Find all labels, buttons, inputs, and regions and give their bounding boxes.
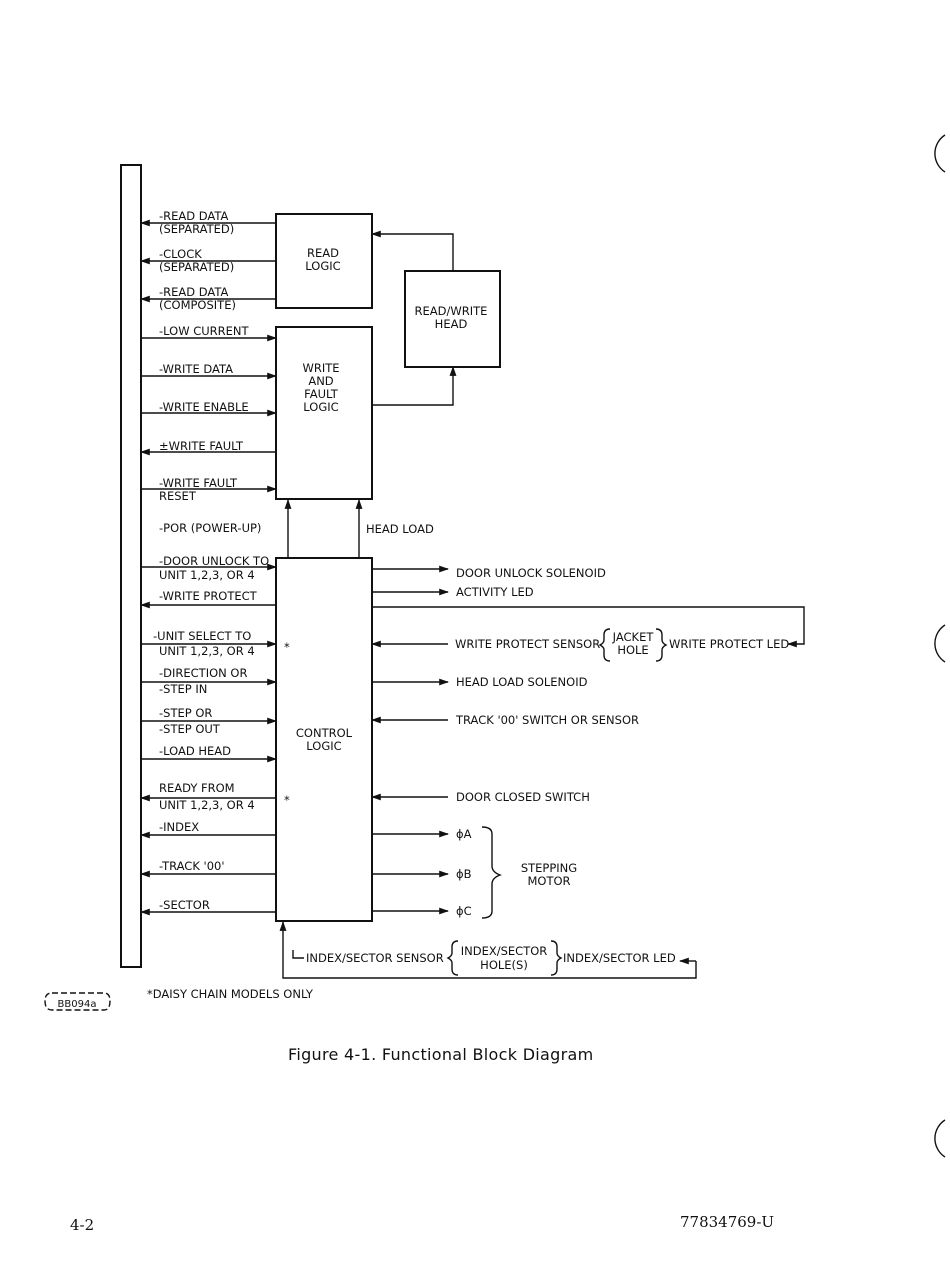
interface-signal-labels: -READ DATA (SEPARATED) -CLOCK (SEPARATED… <box>153 209 269 912</box>
svg-text:WRITE: WRITE <box>302 361 339 375</box>
signal-write-fault-reset: -WRITE FAULT <box>159 476 238 490</box>
svg-text:READ/WRITE: READ/WRITE <box>415 304 488 318</box>
index-sector-sensor-label: INDEX/SECTOR SENSOR <box>306 951 444 965</box>
control-logic-block: CONTROL LOGIC <box>275 557 373 922</box>
footnote: *DAISY CHAIN MODELS ONLY <box>147 987 314 1001</box>
signal-write-enable: -WRITE ENABLE <box>159 400 249 414</box>
svg-text:(COMPOSITE): (COMPOSITE) <box>159 298 236 312</box>
read-write-head-block: READ/WRITE HEAD <box>404 270 501 368</box>
svg-text:HEAD: HEAD <box>435 317 468 331</box>
signal-index: -INDEX <box>159 820 199 834</box>
signal-track-00: -TRACK '00' <box>159 859 225 873</box>
signal-write-protect: -WRITE PROTECT <box>159 589 258 603</box>
track-00-sensor-label: TRACK '00' SWITCH OR SENSOR <box>455 713 639 727</box>
svg-text:(SEPARATED): (SEPARATED) <box>159 260 234 274</box>
svg-text:READ: READ <box>307 246 339 260</box>
door-closed-switch-label: DOOR CLOSED SWITCH <box>456 790 590 804</box>
svg-text:UNIT 1,2,3, OR 4: UNIT 1,2,3, OR 4 <box>159 644 255 658</box>
phase-c-label: ϕC <box>456 904 472 918</box>
signal-por: -POR (POWER-UP) <box>159 521 261 535</box>
svg-text:(SEPARATED): (SEPARATED) <box>159 222 234 236</box>
drive-connections <box>279 565 805 979</box>
index-sector-led-label: INDEX/SECTOR LED <box>563 951 676 965</box>
svg-text:HOLE: HOLE <box>617 643 648 657</box>
binder-holes <box>934 134 946 1158</box>
page-number: 4-2 <box>70 1216 95 1234</box>
svg-text:UNIT 1,2,3, OR 4: UNIT 1,2,3, OR 4 <box>159 798 255 812</box>
signal-ready: READY FROM <box>159 781 235 795</box>
svg-text:BB094a: BB094a <box>58 999 97 1010</box>
svg-text:AND: AND <box>308 374 333 388</box>
svg-text:RESET: RESET <box>159 489 197 503</box>
stepping-motor-brace <box>481 826 502 919</box>
signal-read-data-separated: -READ DATA <box>159 209 229 223</box>
svg-text:MOTOR: MOTOR <box>527 874 570 888</box>
signal-direction: -DIRECTION OR <box>159 666 247 680</box>
jacket-hole-label: JACKET <box>612 630 655 644</box>
write-protect-led-label: WRITE PROTECT LED <box>669 637 789 651</box>
svg-text:HOLE(S): HOLE(S) <box>480 958 528 972</box>
figure-tag: BB094a <box>44 992 111 1011</box>
signal-low-current: -LOW CURRENT <box>159 324 250 338</box>
signal-write-fault: ±WRITE FAULT <box>159 439 244 453</box>
svg-text:-STEP OUT: -STEP OUT <box>159 722 221 736</box>
svg-text:CONTROL: CONTROL <box>296 726 353 740</box>
daisy-marker-unit-select: * <box>284 640 290 654</box>
svg-text:LOGIC: LOGIC <box>305 259 340 273</box>
signal-write-data: -WRITE DATA <box>159 362 233 376</box>
signal-door-unlock: -DOOR UNLOCK TO <box>159 554 269 568</box>
signal-unit-select: -UNIT SELECT TO <box>153 629 251 643</box>
signal-read-data-composite: -READ DATA <box>159 285 229 299</box>
phase-a-label: ϕA <box>456 827 472 841</box>
svg-text:LOGIC: LOGIC <box>306 739 341 753</box>
activity-led-label: ACTIVITY LED <box>456 585 534 599</box>
head-load-solenoid-label: HEAD LOAD SOLENOID <box>456 675 588 689</box>
write-fault-logic-block: WRITE AND FAULT LOGIC <box>275 326 373 500</box>
figure-caption: Figure 4-1. Functional Block Diagram <box>288 1045 594 1064</box>
svg-text:LOGIC: LOGIC <box>303 400 338 414</box>
write-protect-sensor-label: WRITE PROTECT SENSOR <box>455 637 600 651</box>
document-number: 77834769-U <box>680 1213 775 1231</box>
signal-load-head: -LOAD HEAD <box>159 744 231 758</box>
svg-text:UNIT 1,2,3, OR 4: UNIT 1,2,3, OR 4 <box>159 568 255 582</box>
stepping-motor-label: STEPPING <box>521 861 577 875</box>
read-logic-block: READ LOGIC <box>275 213 373 309</box>
daisy-marker-ready: * <box>284 793 290 807</box>
signal-clock: -CLOCK <box>159 247 202 261</box>
drive-labels: DOOR UNLOCK SOLENOID ACTIVITY LED WRITE … <box>306 566 789 976</box>
door-unlock-solenoid-label: DOOR UNLOCK SOLENOID <box>456 566 606 580</box>
interface-signal-lines <box>140 219 277 916</box>
svg-text:-STEP IN: -STEP IN <box>159 682 207 696</box>
interface-bus-bar <box>120 164 142 968</box>
head-load-label: HEAD LOAD <box>366 522 434 536</box>
svg-text:FAULT: FAULT <box>304 387 339 401</box>
signal-sector: -SECTOR <box>159 898 210 912</box>
index-sector-hole-label: INDEX/SECTOR <box>461 944 548 958</box>
phase-b-label: ϕB <box>456 867 472 881</box>
signal-step: -STEP OR <box>159 706 212 720</box>
head-connections: HEAD LOAD <box>284 230 457 558</box>
